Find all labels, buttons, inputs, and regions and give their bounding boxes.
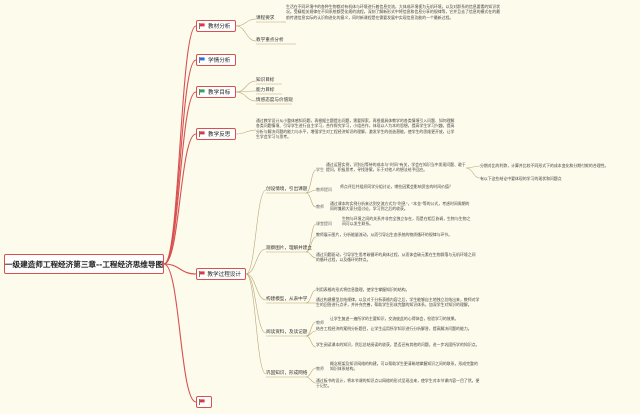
connector-line [235, 25, 257, 42]
root-branch-connector [163, 263, 197, 275]
node-student[interactable]: 学生 [316, 167, 324, 172]
root-topic[interactable]: 一级建造师工程经济第三章--工程经济思维导图 [4, 254, 164, 274]
text-p5-framework: 概念框架及知识网络的构建，可以帮助学生更清晰地掌握知识之间的联系，形成完整的知识… [330, 361, 478, 372]
node-p4-teacher[interactable]: 教师 [316, 320, 324, 325]
connector-line [235, 129, 257, 135]
connector-line [305, 289, 317, 304]
connector-line [245, 189, 267, 275]
text-p3-table: 利用表格的形式将信息整理，使学生掌握知识的结构。 [316, 287, 410, 292]
connector-line [245, 248, 267, 275]
node-process-2[interactable]: 观察图片，理解并建立 [266, 246, 312, 251]
green-flag-icon [199, 89, 205, 95]
text-p1-teacher-question: 师点评后并组织同学分组讨论，哪些因素会影响资金的时间价值？ [340, 184, 453, 189]
branch-teaching-reflection[interactable]: 教学反思 [196, 128, 236, 140]
connector-line [235, 91, 257, 102]
connector-line [305, 189, 317, 194]
connector-line [245, 273, 267, 375]
connector-line [245, 273, 267, 334]
text-p1-student-result-2: 有以下这些结论中要体现的学习的现状和问题点 [480, 176, 562, 181]
connector-line [305, 223, 317, 253]
branch-label: 教学过程设计 [207, 272, 241, 278]
branch-empty[interactable] [196, 396, 212, 408]
text-p5-board: 通过板书的设计，将本节课的知识点以网络的形式呈现出来，使学生对本节课内容一目了然… [316, 378, 480, 389]
root-title: 一级建造师工程经济第三章--工程经济思维导图 [4, 259, 164, 269]
text-p4-reading: 学生阅读课本的知识，然后总结阅读的收获，是否还有其他的问题，进一步巩固所学的知识… [316, 342, 480, 347]
branch-teaching-material[interactable]: 教材分析 [196, 20, 236, 32]
text-p3-model: 通过构建模型总结规律，以及对于分析表格内容之后，学生能够自主地独立总结出来，教师… [316, 297, 480, 308]
connector-line [305, 335, 317, 348]
connector-line [305, 367, 317, 378]
red-flag-icon [199, 131, 205, 137]
node-key-points[interactable]: 教学重点分析 [256, 38, 284, 43]
connector-line [305, 376, 317, 384]
text-p1-student-result-1: 分期对比的利弊，计算并比较不同形式下的成本变化和分期付款的合理性。 [480, 163, 609, 168]
node-ability-goal[interactable]: 能力目标 [256, 88, 275, 93]
blue-flag-icon [199, 57, 205, 63]
red-flag-icon [199, 271, 205, 277]
text-reflection: 通过教学设计从小整体感知问题，再根据主题提出问题，需要探索，再根据具体教学的各类… [256, 118, 455, 139]
root-branch-connector [163, 133, 197, 265]
connector-line [305, 169, 317, 194]
branch-label: 教学目标 [208, 90, 231, 96]
node-teacher[interactable]: 教师 [316, 204, 324, 209]
node-class-question[interactable]: 课堂提问 [316, 221, 332, 226]
root-branch-connector [163, 263, 197, 403]
connector-line [305, 330, 317, 337]
connector-line [305, 251, 317, 259]
root-branch-connector [163, 59, 197, 265]
text-p1-teacher: 通过课本的实例分析来达到交流方式为"利息"，"本金"等的公式，考虑时间周期的同时… [330, 201, 470, 212]
text-p1-student: 通过运营实例，识别出等待的成本与"时间"有关，学会在知识当中发现问题、敢于提问，… [326, 162, 466, 173]
node-process-1[interactable]: 创设情境，引出课题 [266, 187, 308, 192]
node-process-5[interactable]: 巩固知识，形成网络 [266, 371, 308, 376]
branch-student-analysis[interactable]: 学情分析 [196, 54, 236, 66]
connector-line [235, 18, 257, 27]
red-flag-icon [199, 23, 205, 29]
branch-teaching-process[interactable]: 教学过程设计 [196, 268, 246, 280]
red-flag-icon [199, 399, 205, 405]
branch-teaching-goals[interactable]: 教学目标 [196, 86, 236, 98]
connector-line [235, 80, 257, 93]
text-p4-review: 让学生复述一遍所学的主要知识，交流彼此的心得体会，检验学习的效果。 [330, 316, 459, 321]
root-branch-connector [163, 25, 197, 265]
node-emotion-goal[interactable]: 情感态度与价值观 [256, 98, 293, 103]
node-teacher-question[interactable]: 教师提问 [316, 187, 332, 192]
connector-line [305, 192, 317, 208]
node-p5-teacher[interactable]: 教师 [316, 366, 324, 371]
node-process-4[interactable]: 阅读资料，及读记题 [266, 330, 308, 335]
node-process-3[interactable]: 构建模型，从表中学 [266, 297, 308, 302]
branch-label: 教材分析 [208, 24, 231, 30]
root-branch-connector [163, 91, 197, 265]
connector-line [465, 167, 481, 179]
text-p2-question-driven: 通过问题驱动，引导学生思考碳循环的具体过程，从而体会碳元素在生物群落与无机环境之… [316, 252, 476, 263]
node-course-requirement[interactable]: 课程要求 [256, 16, 275, 21]
connector-line [305, 236, 317, 253]
text-course-requirement: 生活在不同环境中的各种生物都对有机体与环境进行着信息交流，大体成环境视为无机环境… [286, 4, 500, 20]
branch-label: 学情分析 [208, 58, 231, 64]
text-p2-class-question: 生物与环境之间的关系并非完全独立存在，而是在相互协调，生物与生物之间可以发生联系… [342, 216, 471, 227]
text-p2-teacher-shows: 教师展示图片，分析能量流动，从而引导出生态系统的物质循环的规律与环节。 [316, 232, 453, 237]
text-p4-case: 结合工程经济的案例分析题目，让学生运用所学知识进行分析解答，提高解决问题的能力。 [316, 326, 472, 331]
connector-line [465, 165, 481, 169]
node-knowledge-goal[interactable]: 知识目标 [256, 78, 275, 83]
branch-label: 教学反思 [208, 132, 231, 138]
